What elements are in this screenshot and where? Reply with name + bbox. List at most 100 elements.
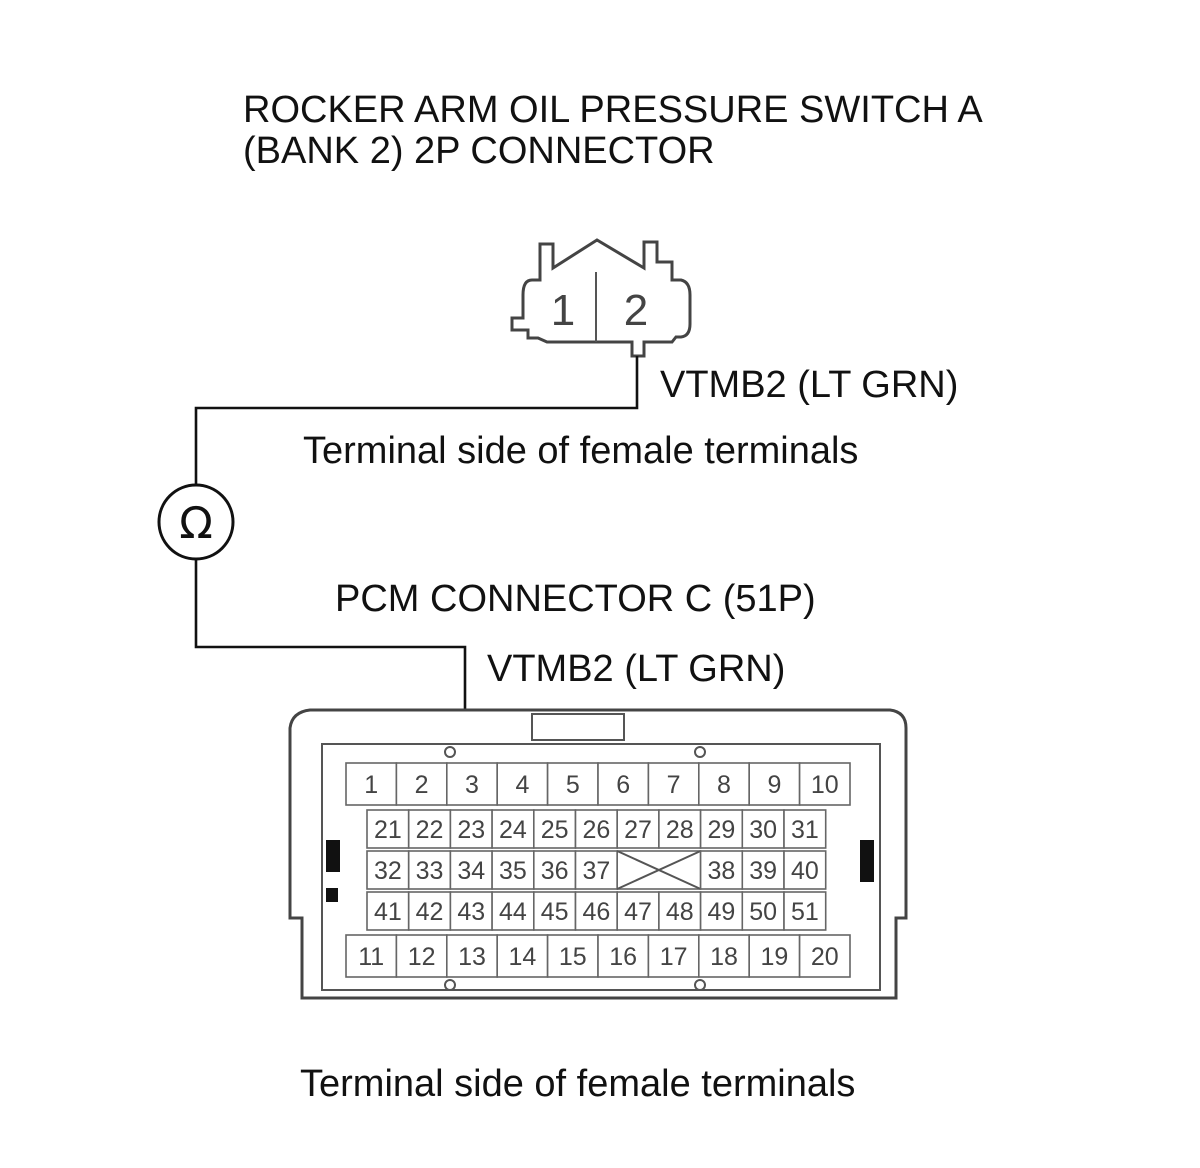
connector-a-wire-label: VTMB2 (LT GRN) (660, 364, 958, 406)
pin-22: 22 (416, 816, 444, 844)
pin-42-cell (407, 891, 452, 931)
pin-24: 24 (499, 816, 527, 844)
pin-46: 46 (582, 898, 610, 926)
pin-38: 38 (708, 857, 736, 885)
pin-17: 17 (660, 943, 688, 971)
pin-51-cell (783, 891, 827, 931)
connector-a-2p: 1 2 (510, 238, 692, 358)
pin-20: 20 (811, 943, 839, 971)
pin-25-cell (532, 809, 577, 849)
pin-12: 12 (408, 943, 436, 971)
connector-a-title-line2: (BANK 2) 2P CONNECTOR (243, 130, 715, 172)
connector-c-top-tab (531, 713, 625, 741)
pin-20-cell (798, 934, 851, 978)
pin-10-cell (798, 762, 851, 806)
connector-c-guide-hole (694, 979, 706, 991)
connector-c-latch-right (860, 840, 874, 882)
pin-15-cell (546, 934, 599, 978)
pin-19-cell (748, 934, 801, 978)
pin-50: 50 (749, 898, 777, 926)
pin-18-cell (697, 934, 750, 978)
ohmmeter-icon: Ω (157, 483, 235, 561)
pin-28-cell (658, 809, 702, 849)
pin-26-cell (574, 809, 619, 849)
pin-34-cell (449, 850, 493, 890)
pin-31: 31 (791, 816, 819, 844)
pin-14: 14 (508, 943, 536, 971)
pin-8: 8 (717, 771, 731, 799)
pin-16: 16 (609, 943, 637, 971)
connector-c-inner-frame (321, 743, 881, 991)
connector-a-body (510, 238, 692, 358)
pin-36-cell (532, 850, 577, 890)
pin-8-cell (697, 762, 750, 806)
connector-a-pin-1: 1 (551, 286, 575, 335)
connector-c-caption: Terminal side of female terminals (300, 1063, 855, 1105)
pin-25: 25 (541, 816, 569, 844)
pin-46-cell (574, 891, 619, 931)
pin-23-cell (449, 809, 493, 849)
pin-blank-cross (616, 850, 702, 890)
pin-1: 1 (364, 771, 378, 799)
pin-30: 30 (749, 816, 777, 844)
pin-34: 34 (457, 857, 485, 885)
connector-a-title-line1: ROCKER ARM OIL PRESSURE SWITCH A (243, 89, 983, 131)
pin-47: 47 (624, 898, 652, 926)
connector-a-caption: Terminal side of female terminals (303, 430, 858, 472)
connector-c-key-left (326, 888, 338, 902)
pin-16-cell (597, 934, 650, 978)
pin-10: 10 (811, 771, 839, 799)
connector-a-pin-2: 2 (624, 286, 648, 335)
pin-50-cell (741, 891, 785, 931)
pin-38-cell (699, 850, 744, 890)
pin-44-cell (491, 891, 535, 931)
pin-26: 26 (582, 816, 610, 844)
pin-13: 13 (458, 943, 486, 971)
pin-27-cell (616, 809, 660, 849)
pin-9: 9 (767, 771, 781, 799)
connector-c-guide-hole (444, 979, 456, 991)
pin-36: 36 (541, 857, 569, 885)
pin-6: 6 (616, 771, 630, 799)
pin-37-cell (574, 850, 619, 890)
pin-32: 32 (374, 857, 402, 885)
pin-11: 11 (358, 943, 384, 971)
pin-31-cell (783, 809, 827, 849)
pin-51: 51 (791, 898, 819, 926)
pin-35: 35 (499, 857, 527, 885)
pin-12-cell (395, 934, 448, 978)
connector-c-title: PCM CONNECTOR C (51P) (335, 578, 816, 620)
pin-40-cell (783, 850, 827, 890)
pin-15: 15 (559, 943, 587, 971)
pin-45: 45 (541, 898, 569, 926)
pin-3: 3 (465, 771, 479, 799)
pin-48: 48 (666, 898, 694, 926)
connector-c-wire-label: VTMB2 (LT GRN) (487, 648, 785, 690)
pin-33: 33 (416, 857, 444, 885)
connector-c-guide-hole (444, 746, 456, 758)
pin-7: 7 (667, 771, 681, 799)
pin-2: 2 (415, 771, 429, 799)
connector-c-guide-hole (694, 746, 706, 758)
pin-19: 19 (760, 943, 788, 971)
pin-39: 39 (749, 857, 777, 885)
pin-49: 49 (708, 898, 736, 926)
pin-29: 29 (708, 816, 736, 844)
pin-29-cell (699, 809, 744, 849)
pin-11-cell (345, 934, 398, 978)
pin-24-cell (491, 809, 535, 849)
pin-28: 28 (666, 816, 694, 844)
pin-17-cell (647, 934, 700, 978)
pin-43: 43 (457, 898, 485, 926)
pin-40: 40 (791, 857, 819, 885)
pin-9-cell (748, 762, 801, 806)
pin-18: 18 (710, 943, 738, 971)
test-lead-upper (194, 356, 639, 485)
connector-c-latch-left (326, 840, 340, 872)
pin-48-cell (658, 891, 702, 931)
pin-4: 4 (515, 771, 529, 799)
pin-41: 41 (374, 898, 402, 926)
